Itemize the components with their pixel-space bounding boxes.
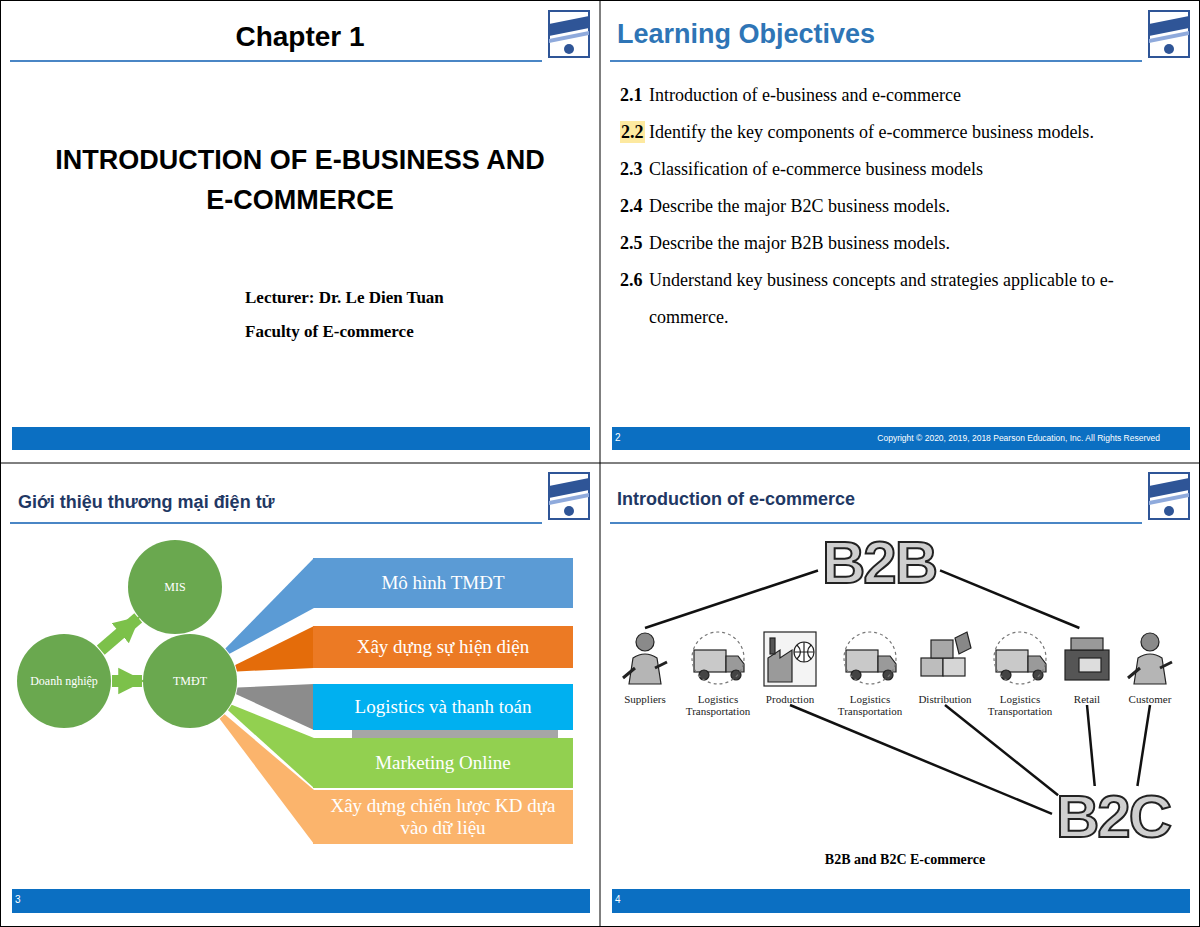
stage-label: Suppliers	[607, 693, 683, 705]
objective-number: 2.5	[620, 225, 650, 262]
slide-text: Copyright © 2020, 2019, 2018 Pearson Edu…	[760, 433, 1160, 443]
topic-band: Logistics và thanh toán	[313, 684, 573, 730]
supply-chain-stage: Logistics Transportation	[832, 628, 908, 717]
objective-number: 2.2	[620, 121, 645, 143]
supply-chain-stage: Distribution	[907, 628, 983, 705]
circle-node: Doanh nghiệp	[16, 633, 112, 729]
stage-label: Logistics Transportation	[982, 693, 1058, 717]
objective-text: Describe the major B2C business models.	[649, 188, 1189, 225]
faculty-logo	[1149, 11, 1189, 57]
slide-title: Introduction of e-commerce	[617, 489, 1117, 511]
slide-title: Giới thiệu thương mại điện tử	[18, 492, 518, 514]
stage-label: Production	[752, 693, 828, 705]
circle-fill	[143, 634, 237, 728]
factory-icon	[760, 628, 820, 690]
fan-connector	[235, 626, 314, 671]
slide-text: Faculty of E-commerce	[245, 322, 585, 342]
circle-fill	[17, 634, 111, 728]
supply-chain-stage: Customer	[1112, 628, 1188, 705]
objective-text: Understand key business concepts and str…	[649, 262, 1189, 336]
circle-node: TMĐT	[142, 633, 238, 729]
model-tag: B2B	[818, 532, 940, 594]
title-rule	[610, 60, 1142, 62]
topic-band: Mô hình TMĐT	[313, 558, 573, 608]
slide-title: Chapter 1	[100, 20, 500, 54]
supply-chain-stage: Production	[752, 628, 828, 705]
title-rule	[10, 60, 542, 62]
objective-text: Classification of e-commerce business mo…	[649, 151, 1189, 188]
model-name: B2B	[818, 532, 940, 594]
truck-icon	[990, 628, 1050, 690]
footer-bar	[612, 427, 1190, 450]
title-rule	[610, 522, 1142, 524]
stage-label: Customer	[1112, 693, 1188, 705]
circle-node: MIS	[127, 539, 223, 635]
block-arrow	[112, 675, 142, 687]
model-name: B2C	[1052, 786, 1174, 848]
shop-icon	[1057, 628, 1117, 690]
slide-number: 3	[15, 894, 45, 906]
block-arrow	[101, 618, 138, 650]
model-link	[940, 570, 1079, 628]
topic-band: Xây dựng sự hiện diện	[313, 626, 573, 668]
model-link	[1087, 705, 1095, 786]
topic-band: Xây dựng chiến lược KD dựa vào dữ liệu	[313, 790, 573, 844]
objective-number: 2.3	[620, 151, 650, 188]
model-link	[645, 570, 818, 628]
node-label: Mô hình TMĐT	[381, 572, 504, 594]
circle-fill	[128, 540, 222, 634]
slide-text: INTRODUCTION OF E-BUSINESS AND E-COMMERC…	[40, 140, 560, 220]
footer-bar	[12, 427, 590, 450]
supply-chain-stage: Logistics Transportation	[982, 628, 1058, 717]
fan-connector	[220, 714, 314, 844]
person-icon	[1120, 628, 1180, 690]
node-label: Marketing Online	[375, 752, 511, 774]
supply-chain-stage: Suppliers	[607, 628, 683, 705]
boxes-icon	[915, 628, 975, 690]
title-rule	[10, 522, 542, 524]
node-label: Xây dựng sự hiện diện	[357, 636, 530, 658]
node-label: Xây dựng chiến lược KD dựa vào dữ liệu	[321, 795, 565, 839]
slide-title: Learning Objectives	[617, 18, 1137, 50]
slide-number: 4	[615, 894, 645, 906]
slide-divider	[0, 463, 1200, 464]
objective-text: Describe the major B2B business models.	[649, 225, 1189, 262]
slide-number: 2	[615, 432, 645, 444]
model-tag: B2C	[1052, 786, 1174, 848]
faculty-logo	[549, 473, 589, 519]
supply-chain-stage: Retail	[1049, 628, 1125, 705]
objective-number: 2.6	[620, 262, 650, 299]
band-shadow	[352, 730, 558, 738]
faculty-logo	[549, 11, 589, 57]
objective-number: 2.4	[620, 188, 650, 225]
supply-chain-stage: Logistics Transportation	[680, 628, 756, 717]
stage-label: Logistics Transportation	[680, 693, 756, 717]
person-icon	[615, 628, 675, 690]
truck-icon	[840, 628, 900, 690]
node-label: Logistics và thanh toán	[355, 696, 532, 718]
objective-text: Identify the key components of e-commerc…	[649, 114, 1189, 151]
topic-band: Marketing Online	[313, 738, 573, 788]
truck-icon	[688, 628, 748, 690]
stage-label: Distribution	[907, 693, 983, 705]
stage-label: Retail	[1049, 693, 1125, 705]
objective-text: Introduction of e-business and e-commerc…	[649, 77, 1189, 114]
node-label: TMĐT	[173, 674, 207, 689]
stage-label: Logistics Transportation	[832, 693, 908, 717]
node-label: Doanh nghiệp	[30, 674, 98, 689]
objective-number: 2.1	[620, 77, 650, 114]
slide-text: Lecturer: Dr. Le Dien Tuan	[245, 288, 585, 308]
model-link	[945, 705, 1058, 795]
model-link	[1137, 705, 1150, 786]
faculty-logo	[1149, 473, 1189, 519]
node-label: MIS	[164, 580, 185, 595]
figure-caption: B2B and B2C E-commerce	[790, 852, 1020, 868]
footer-bar	[12, 889, 590, 913]
footer-bar	[612, 889, 1190, 913]
